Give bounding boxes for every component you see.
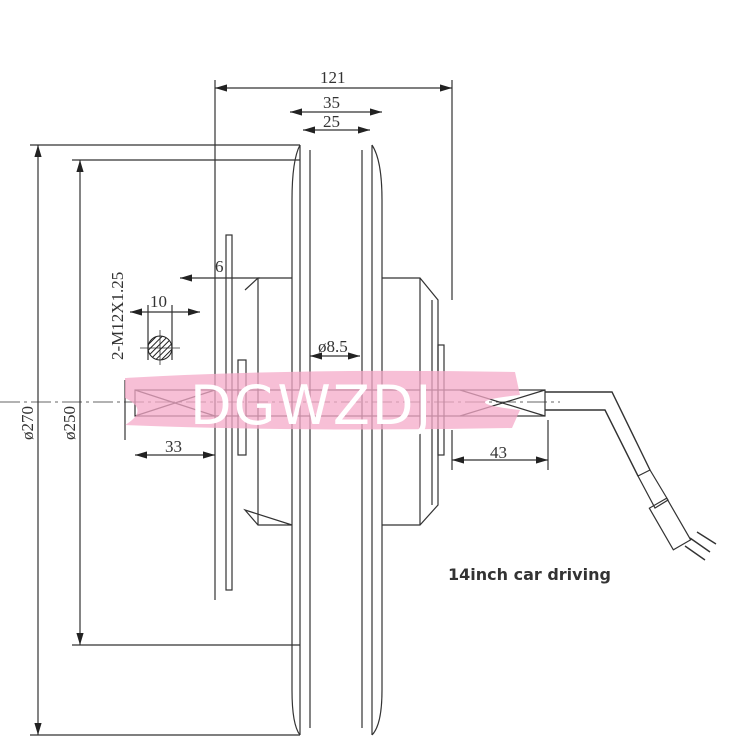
dim-right-axle: 43 [490,443,507,462]
watermark-text: DGWZDJ [190,374,433,437]
thread-section-icon [147,335,173,361]
dim-left-axle: 33 [165,437,182,456]
dim-flat-width: 10 [150,292,167,311]
dim-rim-inner-width: 25 [323,112,340,131]
caption: 14inch car driving [448,565,611,584]
dim-bore: ø8.5 [318,337,348,356]
dim-disc-thickness: 6 [215,257,224,276]
watermark-band [125,370,520,430]
dim-thread: 2-M12X1.25 [108,272,127,360]
dim-outer-diameter: ø270 [18,406,37,440]
dim-overall-width: 121 [320,68,346,87]
dim-rim-diameter: ø250 [60,406,79,440]
dim-rim-width: 35 [323,93,340,112]
